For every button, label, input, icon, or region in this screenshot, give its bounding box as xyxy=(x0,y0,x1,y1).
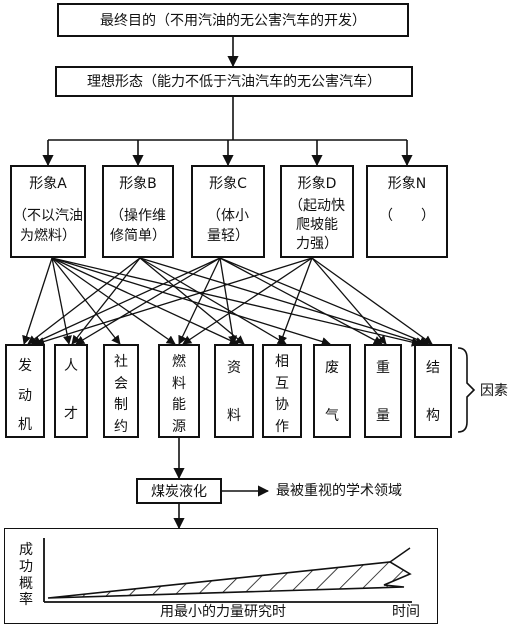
form-box-n: 形象N （ ） xyxy=(366,165,448,258)
form-c-desc-1: （体小 xyxy=(207,208,249,224)
goal-text: 最终目的（不用汽油的无公害汽车的开发） xyxy=(100,13,366,29)
factor-fuel-char-3: 能 xyxy=(172,397,186,414)
ideal-text: 理想形态（能力不低于汽油汽车的无公害汽车） xyxy=(87,74,381,90)
form-b-title: 形象B xyxy=(119,176,157,192)
factor-social-constraint: 社 会 制 约 xyxy=(103,344,139,438)
graph-hatched-band xyxy=(47,561,412,599)
factor-social-char-3: 制 xyxy=(114,397,128,414)
form-factor-arrows xyxy=(22,257,433,347)
graph-ylabel-char-2: 功 xyxy=(19,558,33,575)
factor-data-char-1: 资 xyxy=(227,360,241,376)
graph-upper-tail xyxy=(389,547,411,563)
factor-fuel-energy: 燃 料 能 源 xyxy=(158,344,200,438)
form-box-b: 形象B （操作维 修简单） xyxy=(102,165,174,258)
factor-data-char-2: 料 xyxy=(227,407,241,424)
graph-x-label: 时间 xyxy=(392,604,420,620)
form-box-a: 形象A （不以汽油 为燃料） xyxy=(10,165,86,258)
factor-talent-char-1: 人 xyxy=(64,358,78,374)
form-a-desc-2: 为燃料） xyxy=(20,228,76,244)
graph-frame xyxy=(4,528,438,624)
factor-social-char-4: 约 xyxy=(114,419,128,436)
factor-coop-char-2: 互 xyxy=(275,375,289,392)
factor-social-char-2: 会 xyxy=(114,375,128,392)
factor-fuel-char-4: 源 xyxy=(172,419,186,436)
factor-fuel-char-2: 料 xyxy=(172,375,186,392)
factor-cooperation: 相 互 协 作 xyxy=(262,344,302,438)
factor-talent-char-2: 才 xyxy=(64,405,78,422)
coal-liquefaction-box: 煤炭液化 xyxy=(136,478,222,504)
form-n-desc-1: （ ） xyxy=(379,208,435,224)
factor-coop-char-3: 协 xyxy=(275,397,289,414)
form-b-desc-1: （操作维 xyxy=(110,208,166,224)
goal-box: 最终目的（不用汽油的无公害汽车的开发） xyxy=(57,3,409,37)
form-c-title: 形象C xyxy=(209,176,247,192)
factor-fuel-char-1: 燃 xyxy=(172,354,186,370)
form-a-desc-1: （不以汽油 xyxy=(13,208,83,224)
form-d-desc-1: （起动快 xyxy=(289,198,345,214)
graph-ylabel-char-1: 成 xyxy=(19,542,33,558)
factor-social-char-1: 社 xyxy=(114,354,128,370)
form-d-title: 形象D xyxy=(297,176,337,192)
factor-structure-char-2: 构 xyxy=(426,407,440,424)
form-d-desc-3: 力强） xyxy=(296,236,338,252)
graph-caption: 用最小的力量研究时 xyxy=(160,604,286,620)
factor-coop-char-1: 相 xyxy=(275,354,289,370)
factor-engine-char-1: 发 xyxy=(18,358,32,374)
factors-bracket xyxy=(457,347,476,433)
coal-liquefaction-text: 煤炭液化 xyxy=(151,484,207,500)
factor-data: 资 料 xyxy=(214,344,254,438)
factor-engine-char-2: 动 xyxy=(18,387,32,404)
factor-talent: 人 才 xyxy=(54,344,88,438)
form-a-title: 形象A xyxy=(29,176,67,192)
ideal-box: 理想形态（能力不低于汽油汽车的无公害汽车） xyxy=(55,66,413,97)
factor-exhaust: 废 气 xyxy=(313,344,351,438)
success-probability-graph xyxy=(43,538,412,603)
graph-ylabel-char-3: 概 xyxy=(19,575,33,592)
factor-exhaust-char-1: 废 xyxy=(325,360,339,376)
form-b-desc-2: 修简单） xyxy=(110,228,166,244)
factor-weight: 重 量 xyxy=(364,344,402,438)
form-box-c: 形象C （体小 量轻） xyxy=(191,165,265,258)
factor-engine: 发 动 机 xyxy=(5,344,45,438)
factors-label: 因素 xyxy=(480,383,508,399)
coal-note: 最被重视的学术领域 xyxy=(276,483,402,499)
factor-coop-char-4: 作 xyxy=(275,419,289,436)
graph-y-label: 成 功 概 率 xyxy=(16,542,36,609)
factor-weight-char-1: 重 xyxy=(376,360,390,376)
form-box-d: 形象D （起动快 爬坡能 力强） xyxy=(280,165,354,258)
factor-exhaust-char-2: 气 xyxy=(325,407,339,424)
form-c-desc-2: 量轻） xyxy=(207,228,249,244)
factor-structure-char-1: 结 xyxy=(426,360,440,376)
graph-ylabel-char-4: 率 xyxy=(19,592,33,609)
factor-engine-char-3: 机 xyxy=(18,417,32,434)
factor-structure: 结 构 xyxy=(414,344,452,438)
form-d-desc-2: 爬坡能 xyxy=(296,217,338,233)
factor-weight-char-2: 量 xyxy=(376,407,390,424)
form-n-title: 形象N xyxy=(387,176,427,192)
